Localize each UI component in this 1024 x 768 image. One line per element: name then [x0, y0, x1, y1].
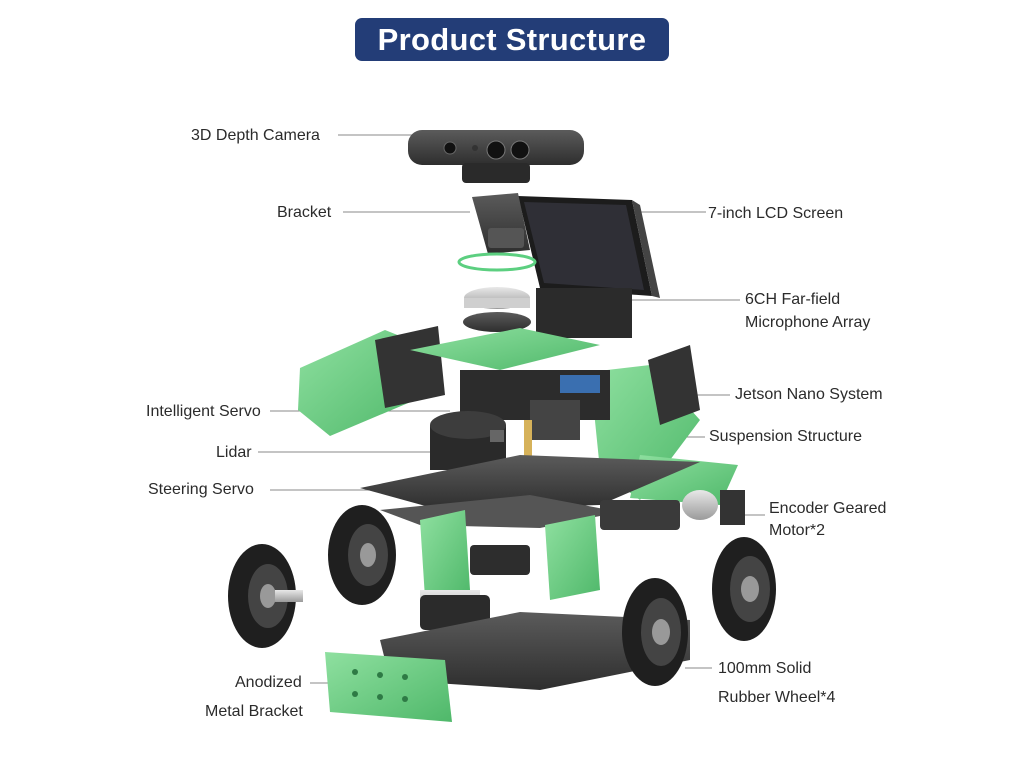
- chassis-plate-upper: [360, 455, 700, 510]
- lower-green-bracket-right: [545, 515, 600, 600]
- label-steering-servo: Steering Servo: [148, 481, 254, 498]
- lower-green-bracket-left: [420, 510, 470, 598]
- steering-servo: [420, 545, 530, 630]
- wheel-rear-right: [712, 537, 776, 641]
- label-lidar: Lidar: [216, 444, 252, 461]
- label-lcd-screen: 7-inch LCD Screen: [708, 205, 844, 222]
- anodized-metal-bracket: [325, 652, 452, 722]
- label-suspension: Suspension Structure: [709, 428, 862, 445]
- encoder-geared-motor: [600, 490, 745, 530]
- label-wheel-line2: Rubber Wheel*4: [718, 689, 836, 706]
- label-jetson-nano: Jetson Nano System: [735, 386, 883, 403]
- page-title: Product Structure: [377, 21, 647, 57]
- depth-camera: [408, 130, 584, 183]
- lcd-screen: [518, 196, 660, 298]
- label-depth-camera: 3D Depth Camera: [191, 127, 320, 144]
- label-intelligent-servo: Intelligent Servo: [146, 403, 261, 420]
- chassis-plate-bottom: [380, 612, 690, 690]
- label-metal-bracket-line1: Anodized: [235, 674, 302, 691]
- label-wheel-line1: 100mm Solid: [718, 660, 812, 677]
- label-microphone-line1: 6CH Far-field: [745, 291, 841, 308]
- label-microphone-line2: Microphone Array: [745, 314, 871, 331]
- label-bracket: Bracket: [277, 204, 332, 221]
- label-metal-bracket-line2: Metal Bracket: [205, 703, 303, 720]
- upper-green-bracket-left: [298, 326, 445, 436]
- green-plate-top: [410, 328, 600, 370]
- camera-bracket: [472, 193, 530, 254]
- wheel-front-left: [228, 544, 303, 648]
- wheel-front-right: [622, 578, 688, 686]
- label-motor-line1: Encoder Geared: [769, 500, 887, 517]
- microphone-array: [457, 252, 632, 338]
- label-motor-line2: Motor*2: [769, 522, 826, 539]
- wheel-rear-left: [328, 505, 396, 605]
- title-banner: Product Structure: [355, 18, 669, 61]
- jetson-nano-board: [460, 370, 610, 470]
